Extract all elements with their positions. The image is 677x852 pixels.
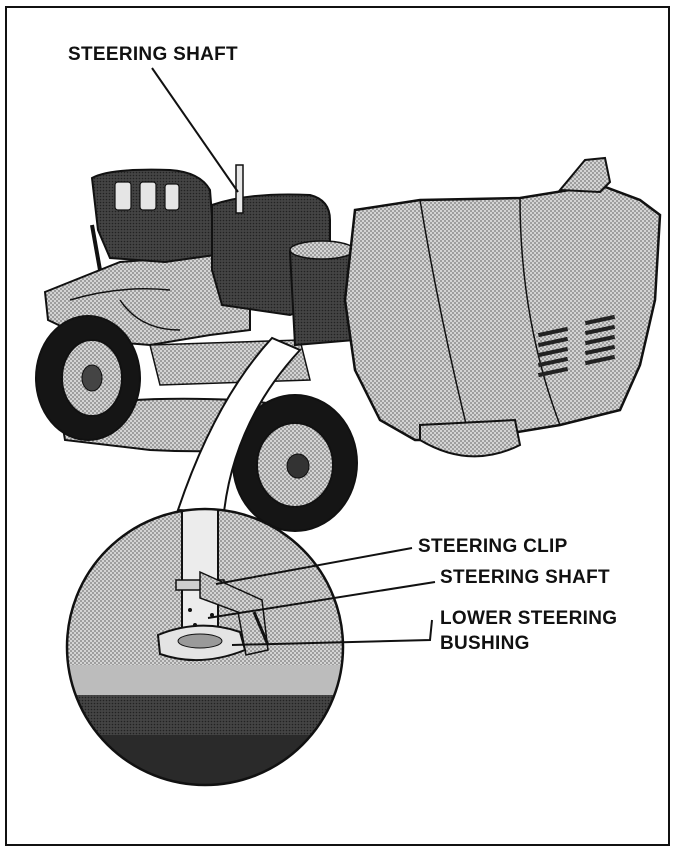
leader-steering-clip [215, 547, 413, 585]
label-lower-steering-bushing: LOWER STEERING BUSHING [440, 606, 617, 656]
label-top-steering-shaft: STEERING SHAFT [68, 44, 238, 65]
seat [90, 168, 217, 264]
leader-top-steering-shaft [151, 67, 239, 193]
diagram-frame [5, 6, 670, 846]
label-steering-clip: STEERING CLIP [418, 536, 568, 557]
grille-vents [537, 314, 616, 378]
raised-hood [343, 156, 662, 442]
leader-lower-bushing [231, 619, 433, 646]
detail-circle [65, 507, 345, 787]
front-wheel [232, 394, 358, 532]
label-detail-steering-shaft: STEERING SHAFT [440, 567, 610, 588]
label-lower-bushing-line1: LOWER STEERING [440, 608, 618, 629]
label-lower-bushing-line2: BUSHING [440, 633, 530, 654]
rear-wheel [35, 315, 141, 441]
dash-tower [90, 164, 357, 347]
leader-detail-steering-shaft [207, 581, 436, 619]
far-front-wheel [419, 418, 522, 458]
leader-lines [151, 67, 436, 646]
